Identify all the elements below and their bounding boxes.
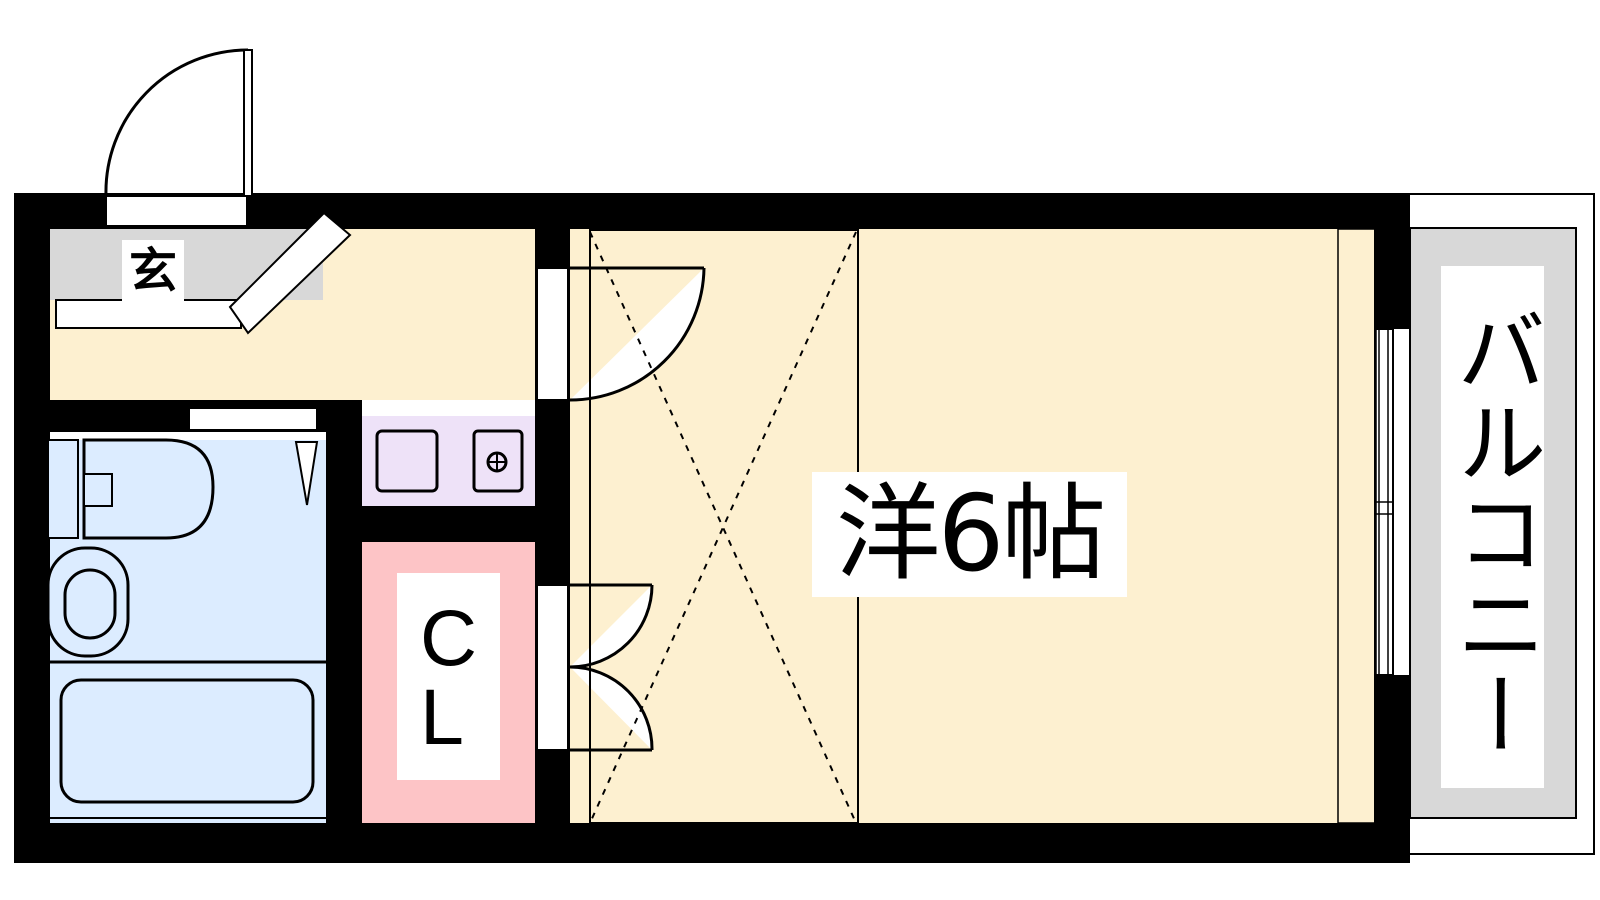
loft-edge [1337,228,1377,824]
loft-diagonal-2 [589,231,857,824]
closet-label-letter-c: C [419,592,478,682]
entrance-door-swing [104,48,249,197]
upper-room-door-swing [569,267,706,402]
closet-door-opening [536,584,569,751]
wash-basin-bowl [63,568,117,640]
shoe-box [55,299,242,329]
toilet-seat [83,473,113,507]
balcony-label: バルコニー [1441,266,1546,788]
bottom-wall [14,823,1398,863]
loft-diagonal-1 [589,231,857,824]
upper-room-door-opening [536,267,569,401]
bathroom-door-handle [294,441,319,506]
entrance-door-leaf [243,49,253,197]
western-room-label: 洋6帖 [812,472,1127,597]
genkan-label: 玄 [122,240,184,301]
right-wall-lower [1374,675,1410,863]
right-wall-upper [1374,193,1410,329]
bathroom-door [188,407,318,431]
toilet-tank [47,439,79,539]
kitchen-sink [375,429,439,493]
entrance-door-opening [105,195,248,227]
closet-top-wall [362,506,536,542]
bathroom-right-wall [326,400,362,823]
bathtub [59,678,315,804]
closet-label-letter-l: L [419,671,464,761]
entrance-partition-panel [228,211,352,335]
toilet-bowl [82,438,215,540]
left-wall [14,193,50,863]
